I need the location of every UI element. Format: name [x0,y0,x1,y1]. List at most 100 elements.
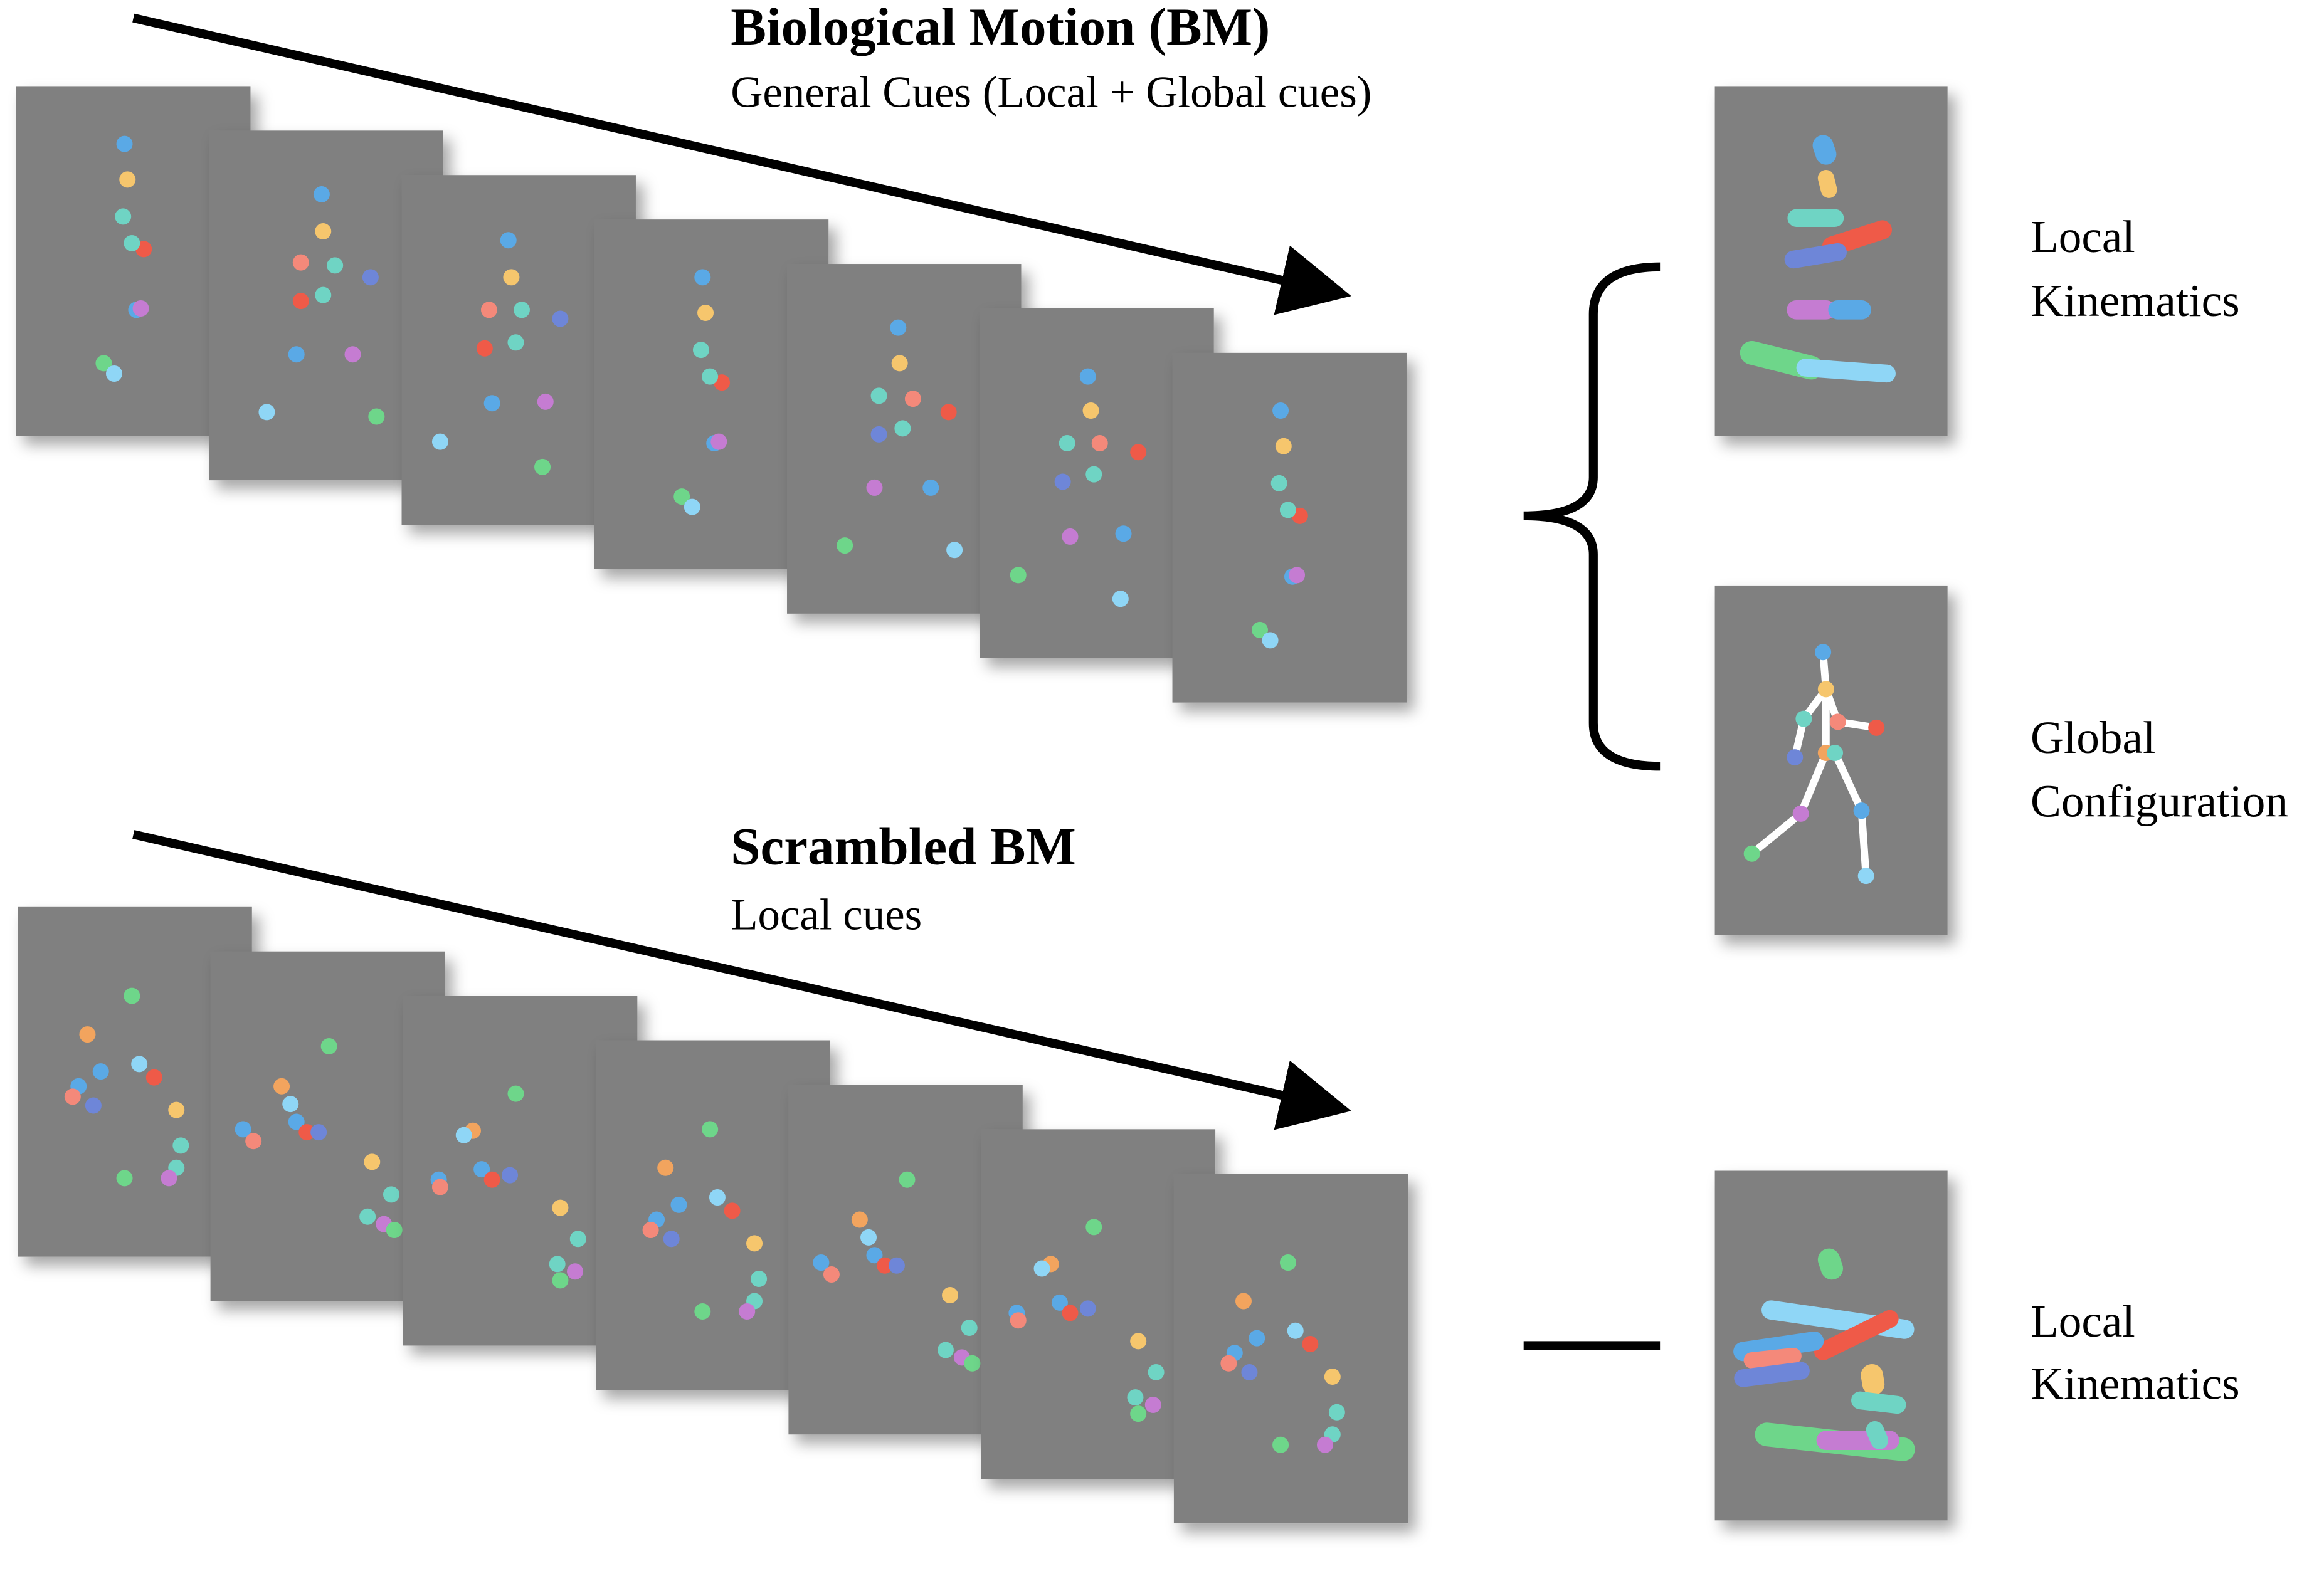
frame-background [1173,1174,1408,1524]
point-light-dot [1235,1293,1252,1310]
point-light-dot [1010,567,1027,584]
point-light-dot [1115,525,1132,542]
skeleton-joint [1827,745,1844,762]
point-light-dot [483,395,500,412]
point-light-dot [569,1231,586,1248]
point-light-dot [537,393,554,410]
point-light-dot [273,1078,290,1095]
motion-trail [1866,1421,1889,1449]
point-light-dot [1289,567,1306,584]
point-light-dot [431,1179,448,1195]
point-light-dot [1085,466,1102,483]
point-light-dot [1051,1294,1068,1311]
global-configuration-panel [1714,585,1948,935]
point-light-dot [964,1355,981,1372]
point-light-dot [1127,1389,1144,1406]
point-light-dot [673,488,690,505]
point-light-dot [1279,502,1296,518]
skeleton-joint [1868,719,1885,736]
point-light-dot [288,1113,305,1130]
point-light-dot [500,232,517,249]
frame-background [1172,352,1407,703]
point-light-dot [132,300,149,317]
point-light-dot [823,1266,840,1283]
motion-trail [1861,1363,1885,1395]
point-light-dot [904,391,921,407]
skeleton-joint [1743,845,1760,862]
point-light-dot [1275,438,1292,454]
motion-trail [1817,1248,1844,1280]
point-light-dot [709,1189,726,1206]
point-light-dot [1130,1405,1147,1422]
curly-brace [1523,262,1661,771]
point-light-dot [362,269,379,286]
point-light-dot [922,479,939,496]
scrambled-local-kinematics-panel [1714,1170,1948,1521]
skeleton-joint [1792,805,1809,822]
point-light-dot [386,1222,403,1239]
point-light-dot [507,1085,524,1102]
point-light-dot [124,987,140,1004]
point-light-dot [694,269,711,286]
point-light-dot [131,1056,148,1073]
motion-trail [1851,1391,1906,1414]
motion-trail [1822,220,1893,256]
point-light-dot [1059,435,1075,452]
point-light-dot [119,171,136,188]
point-light-dot [480,302,497,318]
scrambled-frame [1173,1174,1408,1524]
point-light-dot [258,404,275,421]
skeleton-bone [1831,751,1865,812]
skeleton-joint [1853,802,1870,819]
point-light-dot [1091,435,1108,452]
point-light-dot [1085,1219,1102,1236]
skeleton-bone [1797,751,1830,816]
point-light-dot [567,1263,584,1280]
motion-trail [1784,243,1847,269]
point-light-dot [383,1186,399,1203]
point-light-dot [344,346,361,363]
point-light-dot [168,1101,185,1118]
bm-subtitle: General Cues (Local + Global cues) [731,68,1371,117]
point-light-dot [866,479,883,496]
point-light-dot [320,1038,337,1054]
point-light-dot [1279,1254,1296,1271]
bm-frame [1172,352,1407,703]
point-light-dot [657,1159,674,1176]
point-light-dot [145,1069,162,1086]
motion-trail [1817,169,1837,198]
point-light-dot [851,1211,868,1228]
point-light-dot [837,537,853,554]
point-light-dot [79,1026,96,1043]
point-light-dot [937,1342,954,1358]
point-light-dot [692,342,709,359]
point-light-dot [1270,475,1287,491]
point-light-dot [1316,1436,1333,1453]
scrambled-title: Scrambled BM [731,817,1076,876]
bm-title: Biological Motion (BM) [731,0,1270,56]
skeleton-joint [1787,749,1804,766]
point-light-dot [1010,1312,1027,1329]
time-arrow-bm [132,13,1351,315]
point-light-dot [724,1202,741,1219]
scrambled-subtitle: Local cues [731,890,922,939]
point-light-dot [124,234,140,251]
point-light-dot [1220,1355,1237,1372]
label-local: Local [2031,1296,2135,1347]
point-light-dot [739,1303,756,1320]
point-light-dot [282,1096,299,1113]
point-light-dot [64,1088,81,1105]
point-light-dot [105,365,122,382]
point-light-dot [697,305,714,322]
bm-frame-sequence [16,86,1407,703]
point-light-dot [473,1161,490,1178]
point-light-dot [670,1196,687,1213]
point-light-dot [1033,1260,1050,1277]
point-light-dot [327,257,344,274]
point-light-dot [245,1133,262,1150]
point-light-dot [95,355,112,372]
point-light-dot [549,1256,566,1273]
point-light-dot [746,1235,763,1252]
point-light-dot [1148,1363,1165,1380]
point-light-dot [503,269,520,286]
